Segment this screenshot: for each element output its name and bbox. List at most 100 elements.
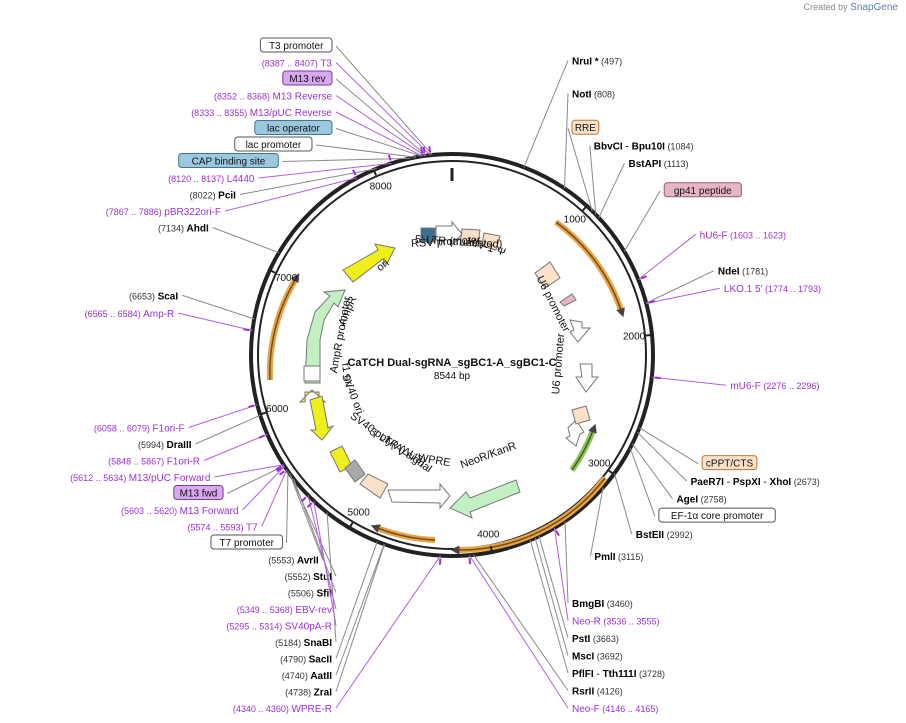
site-leader-line xyxy=(613,473,633,535)
primer-tick xyxy=(300,496,307,503)
primer-tick xyxy=(468,558,472,565)
tick-label: 4000 xyxy=(477,529,500,540)
neor-arrow xyxy=(449,479,521,519)
restriction-site-label: (8022) PciI xyxy=(190,191,237,202)
plasmid-name: CaTCH Dual-sgRNA_sgBC1-A_sgBC1-C xyxy=(347,357,556,369)
restriction-site-label: NotI (808) xyxy=(572,89,615,100)
feature-box-label: CAP binding site xyxy=(192,157,266,168)
primer-text: (8333 .. 8355) M13/pUC Reverse xyxy=(191,108,332,119)
primer-text: Neo-F (4146 .. 4165) xyxy=(572,704,658,715)
primer-name: EBV-rev xyxy=(295,605,332,616)
primer-tick xyxy=(387,154,392,161)
box-leader-line xyxy=(623,190,661,252)
tick-label: 6000 xyxy=(266,404,289,415)
site-leader-line xyxy=(564,521,569,604)
primer-label: (6565 .. 6584) Amp-R xyxy=(85,309,175,320)
rre-arc-line xyxy=(555,221,625,318)
feature-label: U6 promoter xyxy=(550,333,567,395)
primer-name: L4440 xyxy=(227,174,255,185)
primer-label: (5848 .. 5867) F1ori-R xyxy=(108,457,200,468)
ampr-arrow xyxy=(304,289,346,384)
site-leader-line xyxy=(523,60,569,168)
primer-position: (8120 .. 8137) xyxy=(168,174,227,184)
primer-leader-line xyxy=(335,555,441,709)
feature-box-label: cPPT/CTS xyxy=(706,459,754,470)
primer-tick xyxy=(258,434,265,439)
primer-name: T3 xyxy=(320,59,332,70)
site-text: (5553) AvrII xyxy=(268,556,319,567)
primer-position: (2276 .. 2296) xyxy=(761,381,820,391)
primer-tick xyxy=(640,275,648,280)
site-name: AvrII xyxy=(297,556,319,567)
primer-position: (4146 .. 4165) xyxy=(600,704,659,714)
site-position: (2673) xyxy=(791,477,820,487)
tick-label: 5000 xyxy=(348,507,371,518)
primer-tick xyxy=(352,169,357,176)
primer-label: (8120 .. 8137) L4440 xyxy=(168,174,255,185)
primer-leader-line xyxy=(468,554,569,709)
primer-tick xyxy=(276,467,283,472)
primer-text: (5349 .. 5368) EBV-rev xyxy=(237,605,332,616)
feature-label: f1 ori xyxy=(339,362,355,388)
site-text: (8022) PciI xyxy=(190,191,237,202)
site-name-2: Bpu10I xyxy=(632,142,666,153)
site-name: PaeR7I xyxy=(691,477,725,488)
primer-text: LKO.1 5' (1774 .. 1793) xyxy=(724,284,821,295)
primer-leader-line xyxy=(242,465,285,511)
site-text: (4738) ZraI xyxy=(285,688,332,699)
site-position: (3460) xyxy=(604,599,633,609)
primer-label: (8333 .. 8355) M13/pUC Reverse xyxy=(191,108,332,119)
site-name: RsrII xyxy=(572,687,594,698)
site-position: (4126) xyxy=(594,687,623,697)
site-name: ScaI xyxy=(158,291,179,302)
site-leader-line xyxy=(534,537,569,656)
credit-brand: SnapGene xyxy=(850,2,898,13)
tick-mark xyxy=(608,469,616,477)
site-text: (4740) AatII xyxy=(282,671,332,682)
site-name: BstAPI xyxy=(628,159,661,170)
site-position: (1113) xyxy=(661,159,688,169)
site-leader-line xyxy=(473,554,569,691)
site-text: PaeR7I - PspXI - XhoI (2673) xyxy=(691,477,820,488)
restriction-site-label: PflFI - Tth111I (3728) xyxy=(572,669,665,680)
ltr3-block xyxy=(359,473,389,499)
primer-text: Neo-R (3536 .. 3555) xyxy=(572,617,659,628)
primer-name: hU6-F xyxy=(700,230,728,241)
restriction-site-label: (7134) AhdI xyxy=(158,224,209,235)
feature-box-label: T7 promoter xyxy=(220,538,275,549)
restriction-site-label: (5184) SnaBI xyxy=(275,638,332,649)
ampr-arc xyxy=(266,275,300,381)
site-text: (6653) ScaI xyxy=(129,291,178,302)
primer-label: (5603 .. 5620) M13 Forward xyxy=(121,506,238,517)
site-position: (808) xyxy=(591,89,615,99)
box-leader-line xyxy=(286,471,289,544)
tick-label: 2000 xyxy=(623,332,646,343)
tick-label: 3000 xyxy=(588,459,611,470)
primer-label: (5574 .. 5593) T7 xyxy=(187,523,258,534)
primer-text: (5848 .. 5867) F1ori-R xyxy=(108,457,200,468)
primer-label: (8352 .. 8368) M13 Reverse xyxy=(214,92,332,103)
primer-tick xyxy=(278,470,285,476)
restriction-site-label: NruI * (497) xyxy=(572,57,622,68)
primer-leader-line xyxy=(638,233,696,280)
feature-box xyxy=(178,153,279,168)
primer-leader-line xyxy=(307,495,337,610)
site-text: BbvCI - Bpu10I (1084) xyxy=(594,142,694,153)
feature-label: NeoR/KanR xyxy=(459,440,518,471)
site-separator: - xyxy=(761,477,770,488)
primer-leader-line xyxy=(178,312,253,332)
site-position: (5553) xyxy=(268,556,297,566)
feature-box-label: M13 fwd xyxy=(180,489,218,500)
primer-text: (5603 .. 5620) M13 Forward xyxy=(121,506,238,517)
primer-tick xyxy=(275,465,282,471)
primer-tick xyxy=(555,530,560,537)
site-position: (3663) xyxy=(590,634,619,644)
primer-name: M13/pUC Forward xyxy=(129,473,211,484)
site-text: RsrII (4126) xyxy=(572,687,623,698)
site-position: (3728) xyxy=(636,669,665,679)
site-text: (5506) SfiI xyxy=(288,589,332,600)
primer-text: (5574 .. 5593) T7 xyxy=(187,523,258,534)
primer-label: hU6-F (1603 .. 1623) xyxy=(700,230,786,241)
primer-tick xyxy=(306,502,313,509)
tick-mark xyxy=(267,268,276,274)
